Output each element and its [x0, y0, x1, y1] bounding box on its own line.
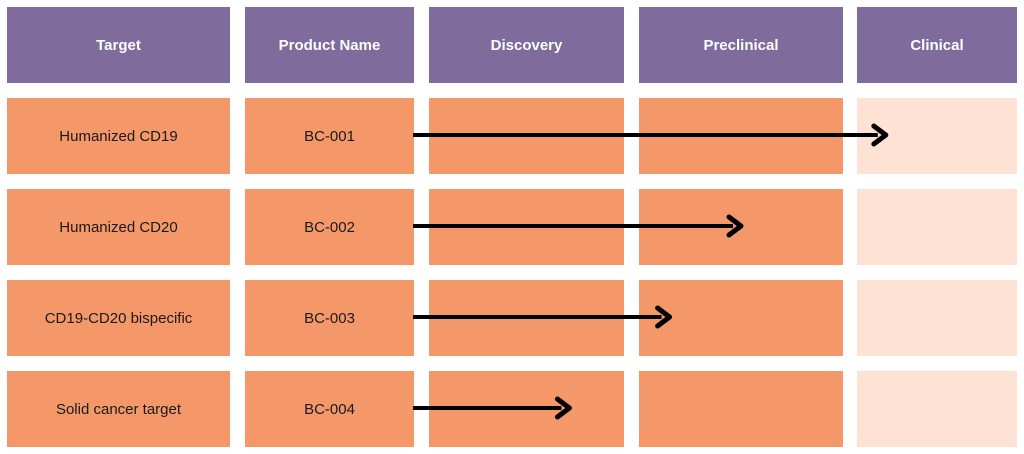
- preclinical-cell: [639, 189, 843, 265]
- discovery-cell: [429, 189, 624, 265]
- preclinical-cell: [639, 98, 843, 174]
- header-preclinical: Preclinical: [639, 7, 843, 83]
- product-cell: BC-002: [245, 189, 414, 265]
- header-target: Target: [7, 7, 230, 83]
- clinical-cell: [857, 98, 1017, 174]
- target-cell: Solid cancer target: [7, 371, 230, 447]
- target-cell: Humanized CD20: [7, 189, 230, 265]
- clinical-cell: [857, 189, 1017, 265]
- discovery-cell: [429, 371, 624, 447]
- header-discovery: Discovery: [429, 7, 624, 83]
- preclinical-cell: [639, 371, 843, 447]
- discovery-cell: [429, 98, 624, 174]
- clinical-cell: [857, 280, 1017, 356]
- target-cell: CD19-CD20 bispecific: [7, 280, 230, 356]
- header-clinical: Clinical: [857, 7, 1017, 83]
- preclinical-cell: [639, 280, 843, 356]
- product-cell: BC-003: [245, 280, 414, 356]
- header-product-name: Product Name: [245, 7, 414, 83]
- product-cell: BC-004: [245, 371, 414, 447]
- product-cell: BC-001: [245, 98, 414, 174]
- target-cell: Humanized CD19: [7, 98, 230, 174]
- discovery-cell: [429, 280, 624, 356]
- clinical-cell: [857, 371, 1017, 447]
